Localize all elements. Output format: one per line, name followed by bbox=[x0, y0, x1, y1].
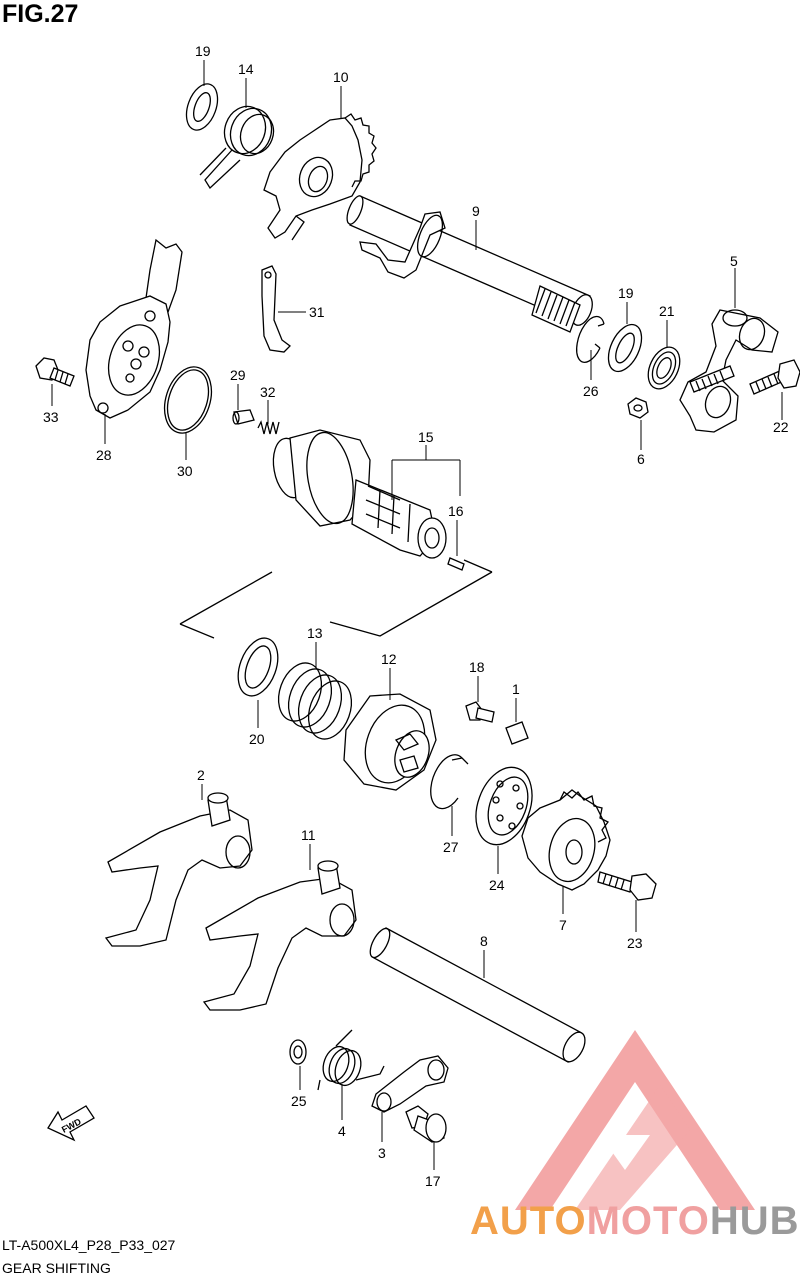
part-26-circlip bbox=[576, 315, 605, 363]
callout-28: 28 bbox=[96, 447, 112, 463]
watermark-logo-icon bbox=[515, 1030, 755, 1210]
watermark-moto: MOTO bbox=[586, 1199, 710, 1243]
part-2-shift-fork bbox=[104, 792, 253, 947]
callout-8: 8 bbox=[480, 933, 488, 949]
assembly-bracket bbox=[179, 559, 493, 639]
part-15-cam-drum bbox=[272, 429, 465, 571]
part-12-cam-driven-gear bbox=[343, 693, 437, 791]
watermark-text: AUTOMOTOHUB bbox=[470, 1199, 800, 1244]
watermark-hub: HUB bbox=[709, 1199, 800, 1243]
callout-12: 12 bbox=[381, 651, 397, 667]
callout-3: 3 bbox=[378, 1145, 386, 1161]
leader-lines bbox=[51, 60, 783, 1170]
diagram-caption: GEAR SHIFTING bbox=[2, 1260, 111, 1276]
part-31-clip bbox=[261, 265, 291, 353]
callout-22: 22 bbox=[773, 419, 789, 435]
part-28-cover bbox=[85, 238, 183, 419]
part-32-spring bbox=[257, 420, 280, 435]
callout-21: 21 bbox=[659, 303, 675, 319]
callout-16: 16 bbox=[448, 503, 464, 519]
diagram-code: LT-A500XL4_P28_P33_027 bbox=[2, 1237, 176, 1253]
callout-10: 10 bbox=[333, 69, 349, 85]
part-20-washer bbox=[237, 637, 279, 697]
part-8-fork-shaft bbox=[369, 927, 586, 1063]
figure-title: FIG.27 bbox=[2, 0, 79, 28]
part-22-bolt bbox=[749, 359, 800, 395]
callout-27: 27 bbox=[443, 839, 459, 855]
callout-20: 20 bbox=[249, 731, 265, 747]
part-30-o-ring bbox=[163, 366, 213, 434]
part-19-washer bbox=[185, 83, 219, 131]
part-14-spring bbox=[199, 105, 275, 190]
callout-32: 32 bbox=[260, 384, 276, 400]
callout-30: 30 bbox=[177, 463, 193, 479]
callout-4: 4 bbox=[338, 1123, 346, 1139]
callout-18: 18 bbox=[469, 659, 485, 675]
part-21-oil-seal bbox=[647, 346, 681, 390]
part-1-pin bbox=[505, 721, 529, 745]
callout-14: 14 bbox=[238, 61, 254, 77]
callout-13: 13 bbox=[307, 625, 323, 641]
part-11-shift-fork bbox=[202, 860, 357, 1011]
part-9-shift-shaft bbox=[346, 195, 593, 333]
part-4-spring bbox=[317, 1029, 385, 1091]
callout-labels: 19 14 10 9 5 19 21 26 22 6 31 33 28 30 2… bbox=[43, 43, 789, 1189]
part-10-gearshift-arm bbox=[263, 113, 377, 241]
callout-19b: 19 bbox=[618, 285, 634, 301]
callout-29: 29 bbox=[230, 367, 246, 383]
part-23-bolt bbox=[597, 871, 657, 901]
part-17-bolt bbox=[405, 1105, 447, 1143]
callout-15: 15 bbox=[418, 429, 434, 445]
part-25-washer bbox=[289, 1039, 307, 1065]
callout-19: 19 bbox=[195, 43, 211, 59]
part-13-spring bbox=[277, 662, 353, 740]
part-33-bolt bbox=[35, 357, 75, 387]
part-6-nut bbox=[627, 397, 649, 419]
callout-9: 9 bbox=[472, 203, 480, 219]
callout-31: 31 bbox=[309, 304, 325, 320]
watermark-auto: AUTO bbox=[470, 1199, 587, 1243]
part-29-pin bbox=[232, 409, 255, 425]
callout-17: 17 bbox=[425, 1173, 441, 1189]
callout-11: 11 bbox=[301, 827, 316, 843]
callout-2: 2 bbox=[197, 767, 205, 783]
callout-33: 33 bbox=[43, 409, 59, 425]
part-18-screw bbox=[465, 701, 495, 723]
part-3-stopper-arm bbox=[371, 1055, 449, 1113]
part-27-circlip bbox=[430, 754, 469, 810]
callout-24: 24 bbox=[489, 877, 505, 893]
part-19b-washer bbox=[607, 323, 643, 373]
callout-6: 6 bbox=[637, 451, 645, 467]
part-5-shift-lever bbox=[679, 309, 779, 433]
part-7-cam-gear bbox=[521, 789, 611, 891]
callout-7: 7 bbox=[559, 917, 567, 933]
callout-26: 26 bbox=[583, 383, 599, 399]
callout-25: 25 bbox=[291, 1093, 307, 1109]
callout-1: 1 bbox=[512, 681, 520, 697]
fwd-arrow-icon bbox=[47, 1105, 95, 1142]
part-24-bearing bbox=[475, 766, 533, 846]
callout-5: 5 bbox=[730, 253, 738, 269]
callout-23: 23 bbox=[627, 935, 643, 951]
